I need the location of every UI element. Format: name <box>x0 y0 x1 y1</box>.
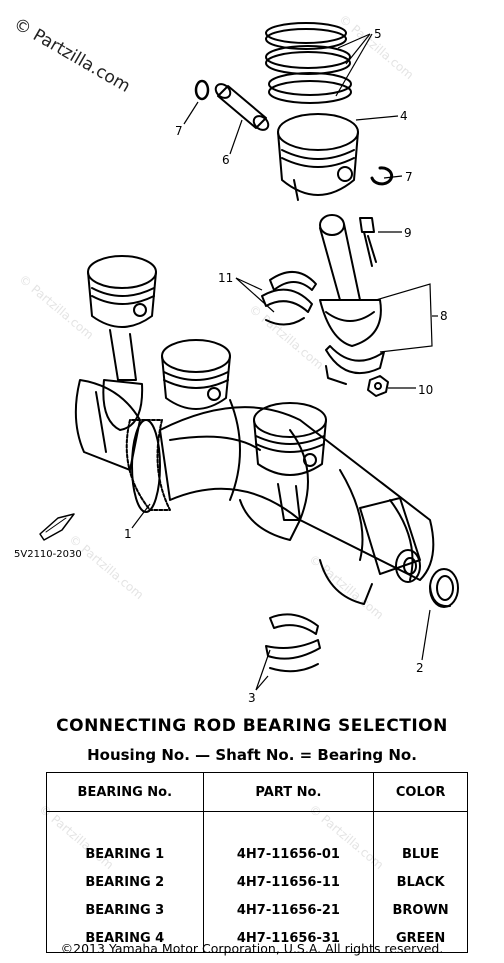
bearing-upper-11 <box>261 271 317 326</box>
table-cell: BLACK <box>373 868 468 896</box>
table-cell: 4H7-11656-11 <box>202 868 375 896</box>
exploded-parts-diagram: 5 4 7 7 6 9 8 10 11 1 2 3 <box>39 22 459 705</box>
piston-assembled-2 <box>161 339 231 410</box>
rod-cap <box>325 345 385 375</box>
table-cell: BEARING 1 <box>46 840 204 868</box>
front-arrow-icon <box>39 513 75 541</box>
diagram-code: 5V2110-2030 <box>14 549 82 560</box>
table-row <box>46 811 468 840</box>
table-cell: 4H7-11656-01 <box>202 840 375 868</box>
callout-7: 7 <box>175 124 183 138</box>
connecting-rod <box>319 214 382 347</box>
table-cell: GREEN <box>373 924 468 953</box>
column-header: BEARING No. <box>46 772 204 812</box>
copyright-notice: ©2013 Yamaha Motor Corporation, U.S.A. A… <box>60 941 444 956</box>
table-cell: BLUE <box>373 840 468 868</box>
table-cell: 4H7-11656-21 <box>202 896 375 924</box>
bearing-lower-3 <box>265 613 321 673</box>
oil-seal <box>429 568 459 608</box>
piston-assembled-1 <box>87 255 157 431</box>
piston-rings <box>265 22 352 104</box>
piston <box>277 113 359 201</box>
table-cell: BROWN <box>373 896 468 924</box>
table-row: BEARING 1 4H7-11656-01 BLUE <box>46 840 468 868</box>
table-title: CONNECTING ROD BEARING SELECTION <box>56 716 448 736</box>
table-header-row: BEARING No. PART No. COLOR <box>46 772 468 812</box>
callout-8: 8 <box>440 309 448 323</box>
callout-9: 9 <box>404 226 412 240</box>
callout-4: 4 <box>400 109 408 123</box>
table-cell: 4H7-11656-31 <box>202 924 375 953</box>
rod-nut <box>367 375 389 397</box>
callout-2: 2 <box>416 661 424 675</box>
bearing-selection-table: BEARING No. PART No. COLOR BEARING 1 4H7… <box>46 772 468 953</box>
callout-10: 10 <box>418 383 433 397</box>
piston-assembled-3 <box>253 402 327 521</box>
callout-11: 11 <box>218 271 233 285</box>
table-cell: BEARING 3 <box>46 896 204 924</box>
callout-7: 7 <box>405 170 413 184</box>
rod-bolt <box>359 217 377 267</box>
piston-pin <box>214 83 270 131</box>
table-subtitle: Housing No. — Shaft No. = Bearing No. <box>87 746 417 764</box>
table-cell: BEARING 2 <box>46 868 204 896</box>
callout-3: 3 <box>248 691 256 705</box>
column-header: PART No. <box>202 772 375 812</box>
column-header: COLOR <box>373 772 468 812</box>
table-cell: BEARING 4 <box>46 924 204 953</box>
table-row: BEARING 3 4H7-11656-21 BROWN <box>46 896 468 924</box>
callout-5: 5 <box>374 27 382 41</box>
table-row: BEARING 4 4H7-11656-31 GREEN <box>46 924 468 953</box>
callout-6: 6 <box>222 153 230 167</box>
circlip <box>370 166 394 186</box>
crankshaft <box>74 379 435 605</box>
callout-1: 1 <box>124 527 132 541</box>
circlip <box>194 79 210 101</box>
table-row: BEARING 2 4H7-11656-11 BLACK <box>46 868 468 896</box>
